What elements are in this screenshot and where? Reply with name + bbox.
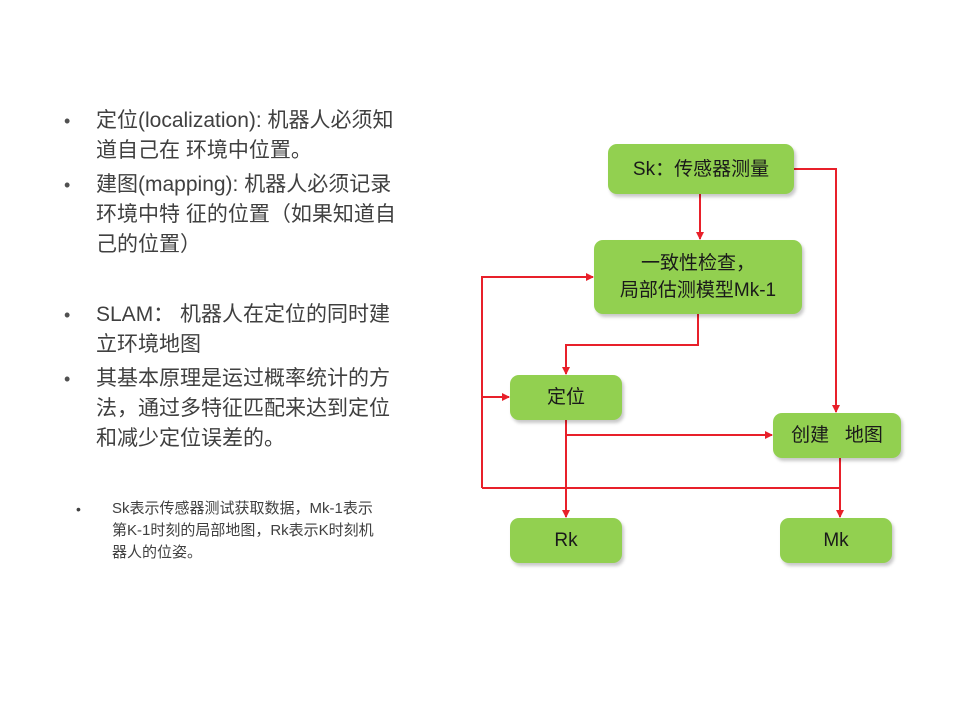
bullet-text-line: 和减少定位误差的。: [96, 427, 285, 450]
node-label: 一致性检查，: [640, 253, 755, 274]
bullet-dot: •: [64, 175, 71, 195]
bullet-list: • 定位(localization): 机器人必须知 道自己在 环境中位置。 •…: [60, 106, 450, 454]
notation-note: • Sk表示传感器测试获取数据，Mk-1表示 第K-1时刻的局部地图，Rk表示K…: [72, 498, 492, 564]
bullet-text-line: 法，通过多特征匹配来达到定位: [96, 397, 390, 420]
bullet-principle: • 其基本原理是运过概率统计的方 法，通过多特征匹配来达到定位 和减少定位误差的…: [60, 364, 450, 454]
node-create-map: 创建 地图: [773, 413, 901, 458]
bullet-dot: •: [64, 369, 71, 389]
bullet-dot: •: [76, 501, 81, 517]
bullet-text-line: 建图(mapping): 机器人必须记录: [96, 173, 392, 196]
bullet-localization: • 定位(localization): 机器人必须知 道自己在 环境中位置。: [60, 106, 450, 166]
bullet-text-line: 立环境地图: [96, 333, 201, 356]
node-mk: Mk: [780, 518, 892, 563]
node-label: 定位: [546, 387, 585, 408]
bullet-text-line: SLAM： 机器人在定位的同时建: [96, 303, 391, 326]
bullet-dot: •: [64, 305, 71, 325]
note-text-line: 第K-1时刻的局部地图，Rk表示K时刻机: [112, 522, 374, 539]
node-label: 局部估测模型Mk-1: [619, 280, 777, 301]
bullet-text-line: 己的位置）: [96, 233, 201, 256]
node-label: Rk: [554, 530, 578, 551]
bullet-text-line: 定位(localization): 机器人必须知: [96, 109, 394, 132]
node-label: Sk：传感器测量: [632, 158, 770, 180]
arrow-check-to-localize: [562, 314, 699, 375]
bullet-mapping: • 建图(mapping): 机器人必须记录 环境中特 征的位置（如果知道自 己…: [60, 170, 450, 260]
arrow-sensor-to-map: [794, 168, 840, 413]
node-localization: 定位: [510, 375, 622, 420]
node-consistency-check: 一致性检查， 局部估测模型Mk-1: [594, 240, 802, 314]
bullet-slam: • SLAM： 机器人在定位的同时建 立环境地图: [60, 300, 450, 360]
bullet-text-line: 环境中特 征的位置（如果知道自: [96, 203, 396, 226]
arrow-feedback-to-check: [481, 273, 594, 488]
note-text-line: 器人的位姿。: [112, 544, 203, 561]
node-label: 创建 地图: [791, 425, 883, 446]
bullet-dot: •: [64, 111, 71, 131]
arrow-localize-to-map: [565, 420, 773, 439]
node-label: Mk: [823, 530, 849, 551]
node-rk: Rk: [510, 518, 622, 563]
node-sensor-measurement: Sk：传感器测量: [608, 144, 794, 194]
bullet-text-line: 道自己在 环境中位置。: [96, 139, 312, 162]
bullet-text-line: 其基本原理是运过概率统计的方: [96, 367, 390, 390]
note-text-line: Sk表示传感器测试获取数据，Mk-1表示: [112, 500, 373, 517]
